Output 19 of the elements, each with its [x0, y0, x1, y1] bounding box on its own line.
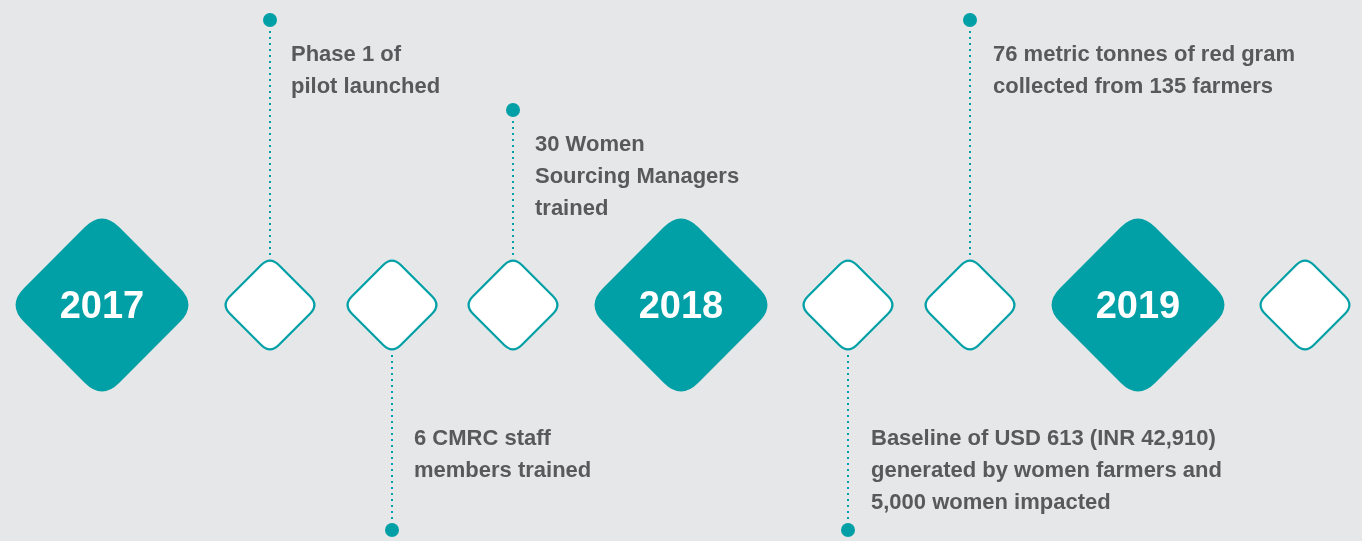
year-label: 2018	[638, 283, 724, 327]
milestone-diamond	[802, 259, 894, 351]
milestone-diamond	[346, 259, 438, 351]
milestone-text: Baseline of USD 613 (INR 42,910) generated by women farmers and 5,000 women impacted	[871, 424, 1223, 516]
milestone-text: Phase 1 of pilot launched	[291, 40, 442, 100]
milestone-diamond	[467, 259, 559, 351]
timeline-dot	[963, 13, 977, 27]
year-label: 2019	[1095, 283, 1181, 327]
year-label: 2017	[59, 283, 145, 327]
milestone-diamond	[1259, 259, 1351, 351]
milestone-text: 30 Women Sourcing Managers trained	[535, 130, 740, 222]
timeline-dot	[841, 523, 855, 537]
timeline-dot	[506, 103, 520, 117]
milestone-diamond	[924, 259, 1016, 351]
timeline-dot	[263, 13, 277, 27]
milestone-text: 76 metric tonnes of red gram collected from 135 farmers	[993, 40, 1296, 100]
timeline-dot	[385, 523, 399, 537]
milestone-diamond	[224, 259, 316, 351]
milestone-text: 6 CMRC staff members trained	[414, 424, 593, 484]
